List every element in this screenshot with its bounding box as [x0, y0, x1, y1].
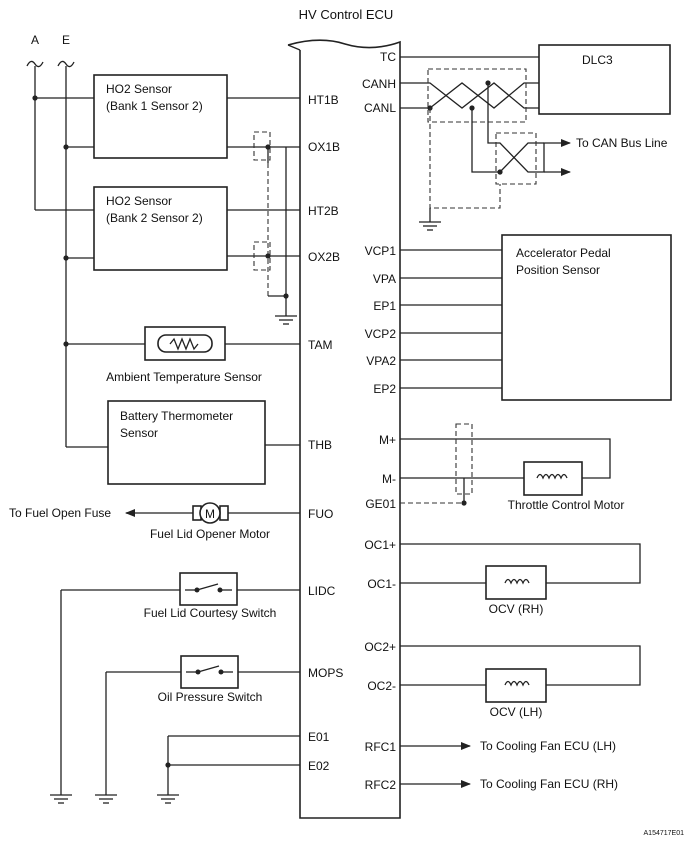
dlc3-connector: DLC3 To CAN Bus Line	[400, 44, 671, 231]
oil-switch-label: Oil Pressure Switch	[158, 690, 263, 704]
pin-fuo: FUO	[308, 507, 333, 521]
ho2-bank2-title: HO2 Sensor	[106, 194, 172, 208]
throttle-label: Throttle Control Motor	[508, 498, 625, 512]
ambient-temperature-sensor: Ambient Temperature Sensor	[66, 326, 300, 384]
pin-oc2-minus: OC2-	[367, 679, 396, 693]
supply-e-label: E	[62, 33, 70, 47]
ecu-title: HV Control ECU	[299, 7, 394, 22]
coil-icon	[504, 680, 530, 687]
ambient-sensor-label: Ambient Temperature Sensor	[106, 370, 262, 384]
figure-id: A154717E01	[644, 830, 685, 837]
motor-symbol: M	[205, 507, 215, 521]
pin-ox2b: OX2B	[308, 250, 340, 264]
motor-icon	[199, 502, 221, 524]
ground-icon	[157, 794, 179, 804]
pin-oc1-minus: OC1-	[367, 577, 396, 591]
pin-ht1b: HT1B	[308, 93, 339, 107]
fan-rh-destination: To Cooling Fan ECU (RH)	[480, 777, 618, 791]
ho2-bank1-title: HO2 Sensor	[106, 82, 172, 96]
fan-lh-destination: To Cooling Fan ECU (LH)	[480, 739, 616, 753]
ocv-lh-label: OCV (LH)	[490, 705, 543, 719]
pin-mops: MOPS	[308, 666, 343, 680]
throttle-control-motor: Throttle Control Motor	[400, 423, 625, 512]
fuel-switch-label: Fuel Lid Courtesy Switch	[144, 606, 277, 620]
pin-tc: TC	[380, 50, 396, 64]
pin-ep1: EP1	[373, 299, 396, 313]
supply-e-break-icon	[57, 60, 75, 68]
supply-a-break-icon	[26, 60, 44, 68]
fuel-motor-label: Fuel Lid Opener Motor	[150, 527, 270, 541]
ecu-left-pins: HT1B OX1B HT2B OX2B TAM THB FUO LIDC MOP…	[308, 93, 343, 773]
dlc3-label: DLC3	[582, 53, 613, 67]
pin-thb: THB	[308, 438, 332, 452]
fuel-lid-courtesy-switch: Fuel Lid Courtesy Switch	[50, 572, 300, 804]
pin-canh: CANH	[362, 77, 396, 91]
cooling-fan-outputs: To Cooling Fan ECU (LH) To Cooling Fan E…	[400, 739, 618, 791]
pin-lidc: LIDC	[308, 584, 336, 598]
ho2-bank1-subtitle: (Bank 1 Sensor 2)	[106, 99, 203, 113]
ground-icon	[419, 221, 441, 231]
accel-title: Accelerator Pedal	[516, 246, 611, 260]
pin-vpa2: VPA2	[366, 354, 396, 368]
ground-icon	[50, 794, 72, 804]
pin-oc2-plus: OC2+	[364, 640, 396, 654]
pin-vcp1: VCP1	[365, 244, 397, 258]
ecu-right-pins: TC CANH CANL VCP1 VPA EP1 VCP2 VPA2 EP2 …	[362, 50, 396, 792]
ground-icon	[275, 315, 297, 325]
ho2-sensor-bank1: HO2 Sensor (Bank 1 Sensor 2)	[35, 74, 300, 161]
coil-icon	[504, 578, 530, 585]
accelerator-pedal-sensor: Accelerator Pedal Position Sensor	[400, 234, 672, 401]
thermistor-icon	[169, 337, 199, 351]
pin-rfc1: RFC1	[365, 740, 397, 754]
pin-vcp2: VCP2	[365, 327, 397, 341]
ocv-rh-label: OCV (RH)	[489, 602, 544, 616]
pin-ge01: GE01	[365, 497, 396, 511]
supply-a-label: A	[31, 33, 39, 47]
ocv-lh: OCV (LH)	[400, 645, 641, 719]
battery-sensor-subtitle: Sensor	[120, 426, 158, 440]
pin-e02: E02	[308, 759, 330, 773]
pin-vpa: VPA	[373, 272, 396, 286]
pin-ht2b: HT2B	[308, 204, 339, 218]
fuel-fuse-destination: To Fuel Open Fuse	[9, 506, 111, 520]
pin-rfc2: RFC2	[365, 778, 397, 792]
pin-oc1-plus: OC1+	[364, 538, 396, 552]
ecu-ground-e01-e02	[157, 735, 300, 804]
accel-subtitle: Position Sensor	[516, 263, 600, 277]
hv-control-ecu: HV Control ECU	[287, 7, 401, 819]
pin-tam: TAM	[308, 338, 332, 352]
switch-icon	[185, 583, 232, 593]
can-bus-destination: To CAN Bus Line	[576, 136, 668, 150]
fuel-lid-opener-motor: M To Fuel Open Fuse Fuel Lid Opener Moto…	[9, 502, 300, 541]
switch-icon	[186, 665, 233, 675]
coil-icon	[536, 473, 568, 480]
pin-ox1b: OX1B	[308, 140, 340, 154]
pin-e01: E01	[308, 730, 330, 744]
ground-icon	[95, 794, 117, 804]
pin-canl: CANL	[364, 101, 396, 115]
oil-pressure-switch: Oil Pressure Switch	[95, 655, 300, 804]
ho2-sensor-bank2: HO2 Sensor (Bank 2 Sensor 2)	[35, 186, 300, 271]
pin-m-minus: M-	[382, 472, 396, 486]
supply-lines: A E	[26, 33, 75, 447]
ho2-bank2-subtitle: (Bank 2 Sensor 2)	[106, 211, 203, 225]
pin-m-plus: M+	[379, 433, 396, 447]
ecu-outline	[287, 39, 401, 819]
pin-ep2: EP2	[373, 382, 396, 396]
battery-thermometer-sensor: Battery Thermometer Sensor	[66, 400, 300, 485]
battery-sensor-title: Battery Thermometer	[120, 409, 233, 423]
ocv-rh: OCV (RH)	[400, 543, 641, 616]
sensor-shield-ground	[265, 144, 297, 325]
